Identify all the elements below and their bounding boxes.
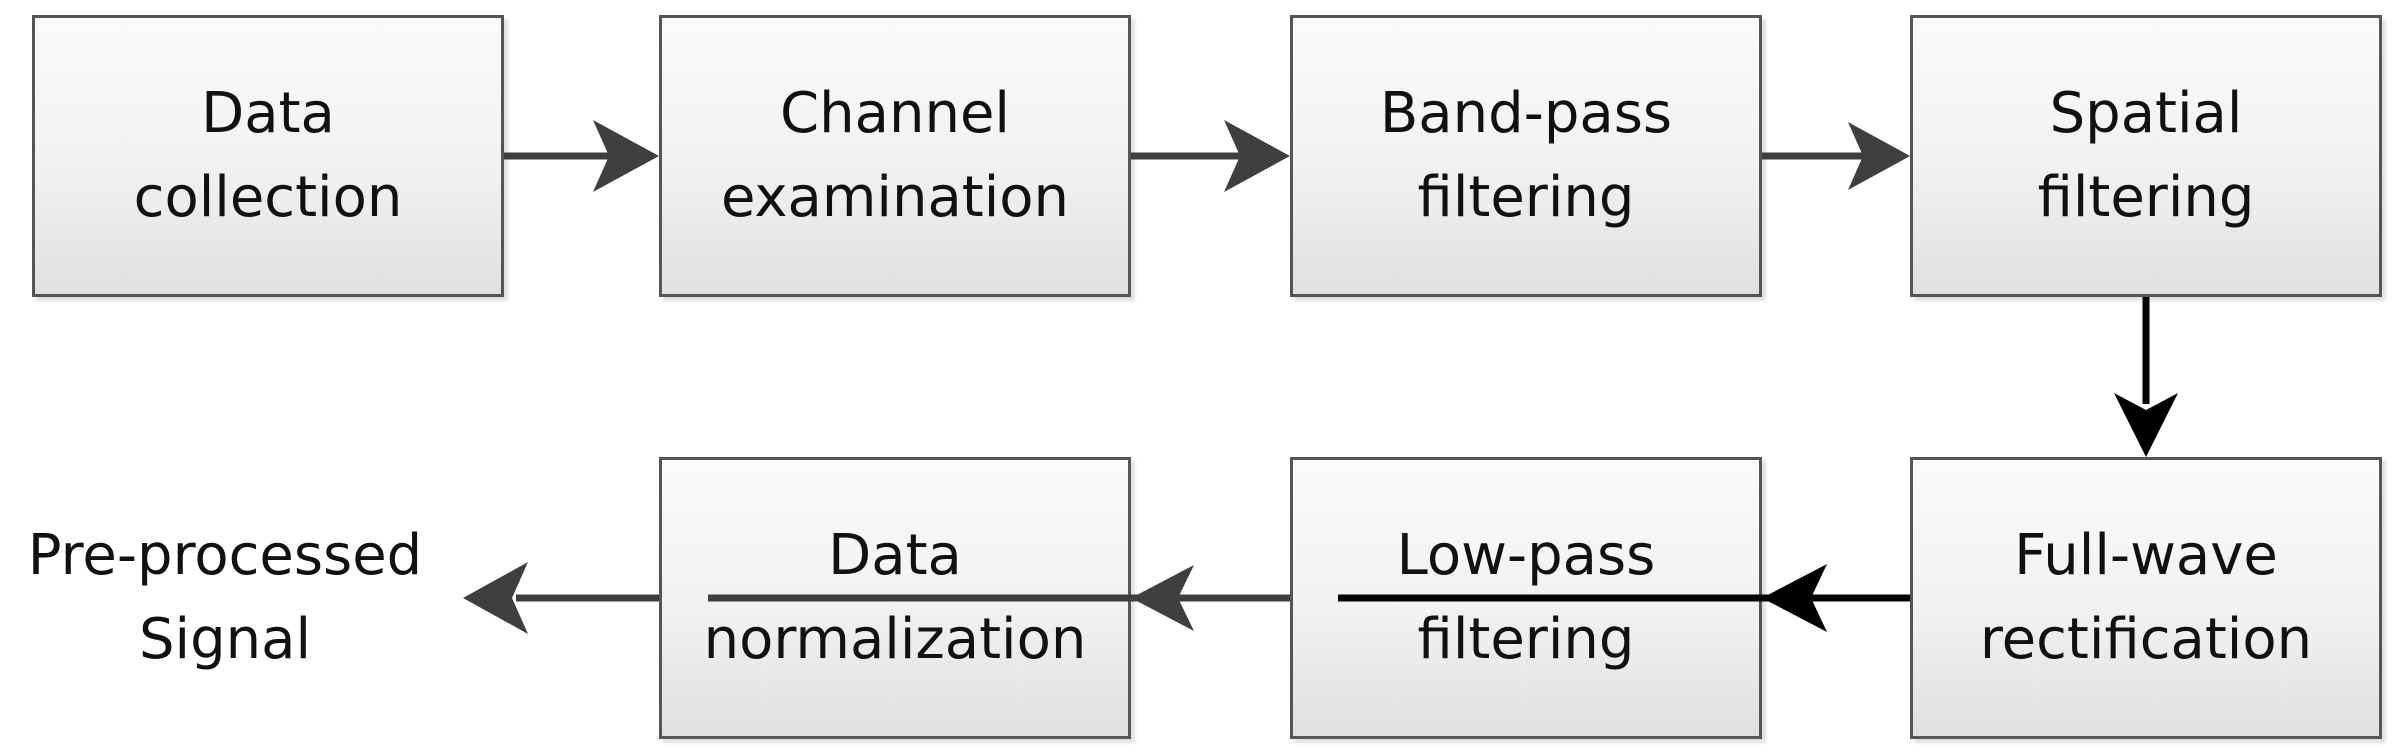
step-label-line2: collection <box>133 165 403 230</box>
step-label-line1: Full-wave <box>2014 523 2278 588</box>
step-label: Full-wave rectification <box>1980 514 2312 682</box>
output-label-line2: Signal <box>138 607 312 672</box>
output-label: Pre-processed Signal <box>0 514 450 682</box>
arrow-spatial-to-full-wave <box>2114 297 2178 457</box>
step-label-line2: examination <box>720 165 1070 230</box>
step-label-line2: rectification <box>1979 607 2313 672</box>
step-label-line1: Band-pass <box>1379 81 1673 146</box>
step-label: Spatial filtering <box>2038 72 2255 240</box>
step-label-line1: Data <box>828 523 962 588</box>
step-box-data-collection: Data collection <box>32 15 504 297</box>
step-box-full-wave-rectification: Full-wave rectification <box>1910 457 2382 739</box>
arrow-low-pass-to-normalization <box>708 565 1290 631</box>
arrow-examination-to-band-pass <box>1131 120 1290 192</box>
step-label-line1: Data <box>201 81 335 146</box>
step-box-channel-examination: Channel examination <box>659 15 1131 297</box>
step-label: Data normalization <box>704 514 1087 682</box>
arrow-full-wave-to-low-pass <box>1338 564 1910 632</box>
step-box-spatial-filtering: Spatial filtering <box>1910 15 2382 297</box>
step-label-line1: Low-pass <box>1396 523 1656 588</box>
step-box-band-pass-filtering: Band-pass filtering <box>1290 15 1762 297</box>
step-label: Low-pass filtering <box>1397 514 1656 682</box>
step-label-line2: normalization <box>703 607 1087 672</box>
step-label-line2: filtering <box>1417 607 1635 672</box>
output-label-line1: Pre-processed <box>27 523 423 588</box>
step-label-line1: Channel <box>780 81 1010 146</box>
step-label-line2: filtering <box>2037 165 2255 230</box>
arrow-band-pass-to-spatial <box>1762 122 1910 190</box>
step-label-line2: filtering <box>1417 165 1635 230</box>
arrow-collection-to-examination <box>504 120 659 192</box>
step-label-line1: Spatial <box>2049 81 2243 146</box>
arrow-normalization-to-output <box>463 562 659 634</box>
step-label: Data collection <box>134 72 403 240</box>
step-label: Band-pass filtering <box>1380 72 1672 240</box>
step-label: Channel examination <box>721 72 1069 240</box>
